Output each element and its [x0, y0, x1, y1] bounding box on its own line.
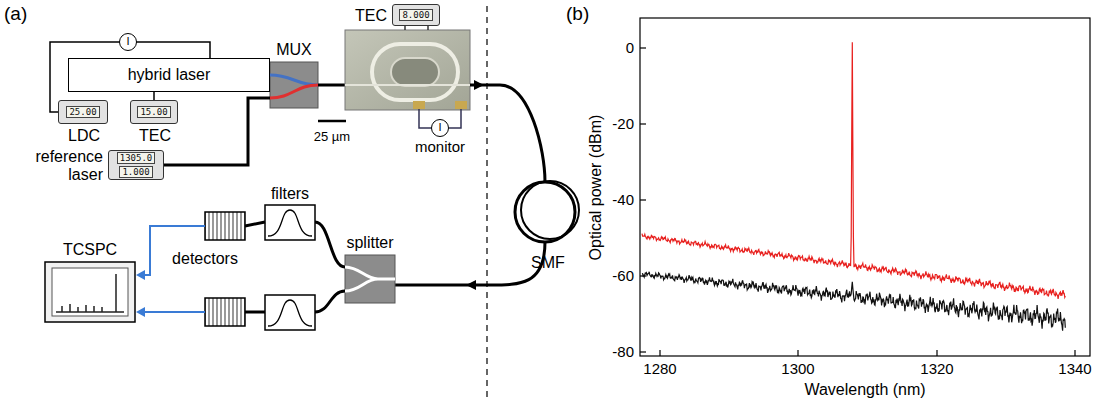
spectrum-traces [642, 42, 1065, 331]
pad [413, 101, 425, 109]
tcspc-body [45, 262, 135, 322]
node-label: splitter [346, 234, 393, 252]
arrowhead [466, 280, 476, 290]
fiber [245, 311, 265, 314]
fiber [395, 242, 545, 285]
current-source: I [431, 119, 449, 137]
ring-center [391, 58, 439, 86]
axis-title: Optical power (dBm) [586, 114, 605, 260]
blue-channel [270, 75, 318, 85]
arrowhead [474, 80, 484, 90]
filter-box [265, 295, 315, 330]
part-label: detectors [172, 249, 238, 268]
display-readout: 25.00 [66, 106, 99, 118]
node-label: MUX [276, 41, 312, 59]
connector [164, 98, 270, 165]
spectrum-trace [642, 272, 1065, 331]
tick-label: 1320 [920, 360, 953, 378]
scale-label: 25 µm [314, 129, 350, 145]
dashed-divider [486, 6, 487, 398]
signal-line [144, 311, 205, 313]
spectrum-trace [642, 42, 1065, 299]
fiber [470, 85, 545, 182]
chip-photo [345, 30, 470, 110]
display-readout: 1305.0 [117, 152, 156, 164]
splitter: splitter [345, 255, 395, 303]
fiber [315, 222, 345, 312]
tick-label: 1280 [643, 360, 676, 378]
node-label: reference laser [27, 148, 103, 184]
current-source: I [119, 33, 137, 51]
reference-laser: 1305.01.000reference laser [108, 150, 164, 180]
node-text: hybrid laser [128, 66, 211, 84]
splitter-branches [345, 267, 395, 291]
mux-body [270, 62, 318, 108]
detector [205, 298, 245, 326]
bus-waveguide [345, 84, 470, 86]
tick-label: -40 [612, 191, 634, 209]
scale-bar [318, 120, 346, 123]
histogram-bars [56, 274, 124, 312]
part-label: monitor [415, 138, 465, 156]
filter-box [265, 205, 315, 240]
tcspc-screen [52, 268, 128, 316]
red-channel [270, 85, 318, 98]
fiber [245, 222, 265, 226]
display-readout: 15.00 [137, 106, 170, 118]
fiber-spool [521, 181, 579, 239]
tick-label: 1300 [781, 360, 814, 378]
node-label: TEC [139, 127, 171, 145]
panel-letter: (a) [4, 3, 27, 25]
tec-wires [405, 26, 428, 30]
arrowhead [136, 270, 145, 280]
panel-letter: (b) [566, 3, 589, 25]
laser-box: hybrid laser [68, 58, 270, 92]
tick-label: -60 [612, 267, 634, 285]
ring-resonator [372, 44, 458, 100]
part-label: SMF [531, 253, 565, 272]
plot-frame [640, 18, 1090, 356]
axis-ticks [640, 48, 1075, 356]
tcspc: TCSPC [45, 262, 135, 322]
fiber [318, 84, 345, 87]
axis-title: Wavelength (nm) [804, 380, 925, 399]
node-label: LDC [68, 127, 100, 145]
node-label: TCSPC [63, 241, 117, 259]
tick-label: -20 [612, 115, 634, 133]
filter-curve [268, 210, 312, 236]
connector [153, 92, 155, 100]
tick-label: 0 [626, 39, 634, 57]
splitter-body [345, 255, 395, 303]
laser-driver: 25.00LDC [58, 100, 108, 124]
part-label: filters [271, 184, 309, 203]
display-readout: 8.000 [399, 9, 432, 21]
arrowhead [136, 307, 145, 317]
tick-label: -80 [612, 343, 634, 361]
tec-controller: 8.000TEC [392, 4, 440, 26]
mux: MUX [270, 62, 318, 108]
node-label: TEC [355, 7, 387, 25]
display-readout: 1.000 [119, 166, 152, 178]
pad [455, 101, 467, 109]
detector [205, 212, 245, 240]
tick-label: 1340 [1058, 360, 1091, 378]
tec-controller: 15.00TEC [130, 100, 178, 124]
filter-curve [268, 300, 312, 326]
